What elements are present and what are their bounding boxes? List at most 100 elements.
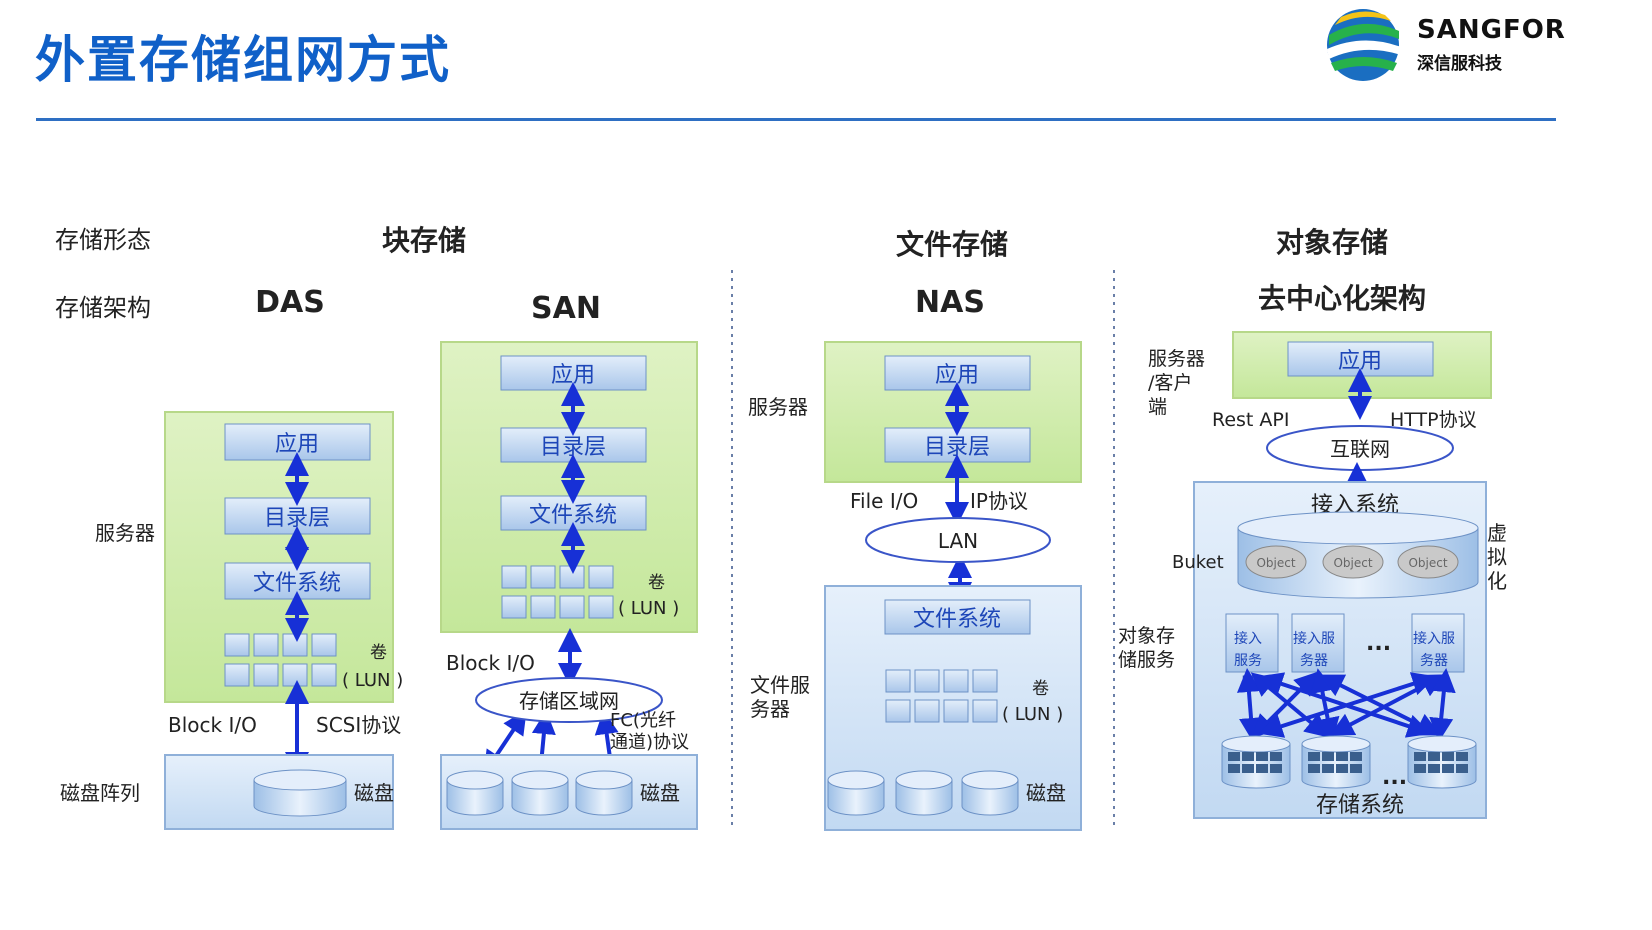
das-protocol-label: SCSI协议 [316, 713, 401, 737]
san-network-ellipse [475, 677, 663, 723]
nas-diagram: 服务器 应用 目录层 File I/O IP协议 LAN 文件服务器 文件系统 … [748, 341, 1082, 831]
object-client-label-text-line-3: 端 [1148, 396, 1167, 418]
das-disk-label: 磁盘 [354, 781, 394, 805]
nas-fileserver-label-text-line-2: 务器 [750, 697, 790, 721]
object-virtual-label-text: 虚拟化 [1487, 521, 1507, 593]
nas-io-label: File I/O [850, 489, 918, 513]
san-protocol-line1: FC(光纤通道)协议 [610, 710, 689, 753]
object-storage-nodes [1221, 735, 1477, 789]
object-client-label-text: 服务器/客户端 [1148, 348, 1205, 418]
object-virtual-label-text-line-1: 虚 [1487, 521, 1507, 545]
san-lun-label: ( LUN ) [618, 598, 679, 619]
object-diagram: 服务器/客户端 应用 Rest API HTTP协议 互联网 接入系统 对象存储… [1118, 331, 1507, 819]
san-disk-label: 磁盘 [640, 781, 680, 805]
object-storage-heading: 对象存储 [1276, 226, 1388, 259]
nas-disks [827, 770, 1019, 816]
storage-node-ellipsis: ... [1382, 765, 1407, 790]
block-storage-heading: 块存储 [382, 224, 466, 257]
object-client-label: 服务器/客户端 [1148, 348, 1205, 418]
title-divider [36, 118, 1556, 121]
nas-lan-label: LAN [938, 529, 978, 553]
san-protocol-label: FC(光纤通道)协议 [610, 710, 689, 753]
san-protocol-line1-line-2: 通道)协议 [610, 732, 689, 753]
san-diagram: 应用 目录层 文件系统 卷 ( LUN ) Block I/O 存储区域网 FC… [440, 341, 698, 830]
nas-fileserver-label-text: 文件服务器 [750, 673, 810, 721]
object-bucket-label: Buket [1172, 552, 1224, 573]
sangfor-globe-icon [1327, 9, 1401, 81]
access-server-1 [1225, 613, 1279, 673]
das-fs-label: 文件系统 [253, 571, 341, 596]
access-server-label-1-line-1: 接入 [1234, 630, 1262, 647]
access-server-label-3: 接入服务器 [1413, 630, 1455, 669]
object-api-label: Rest API [1212, 409, 1289, 431]
san-array-box [440, 754, 698, 830]
object-virtual-label-text-line-2: 拟 [1487, 545, 1507, 569]
das-io-label: Block I/O [168, 713, 257, 737]
object-client-label-text-line-2: /客户 [1148, 372, 1192, 394]
san-protocol-line1-line-1: FC(光纤 [610, 710, 676, 731]
access-server-label-2: 接入服务器 [1293, 630, 1335, 669]
das-server-label: 服务器 [95, 521, 155, 545]
object-storage-label: 存储系统 [1316, 793, 1404, 818]
object-item-label-3: Object [1408, 556, 1447, 570]
object-mesh-arrows [1236, 668, 1456, 742]
san-fs-label: 文件系统 [529, 503, 617, 528]
nas-fs-label: 文件系统 [913, 607, 1001, 632]
object-access-servers [1225, 613, 1465, 673]
sangfor-logo: SANGFOR 深信服科技 [1325, 5, 1652, 85]
page-title: 外置存储组网方式 [35, 31, 451, 89]
access-server-label-2-line-2: 务器 [1300, 653, 1328, 669]
access-server-label-1-line-2: 服务 [1234, 653, 1262, 669]
das-dir-label: 目录层 [264, 506, 330, 531]
logo-subname: 深信服科技 [1417, 54, 1502, 74]
object-service-label: 对象存储服务 [1118, 625, 1175, 671]
nas-lan-ellipse [865, 517, 1051, 563]
object-service-label-text: 对象存储服务 [1118, 625, 1175, 671]
object-virtual-label: 虚拟化 [1487, 521, 1507, 593]
das-vol-label: 卷 [370, 643, 387, 663]
das-disk [253, 769, 347, 817]
object-items [1245, 545, 1459, 579]
das-array-label: 磁盘阵列 [60, 781, 140, 805]
object-service-label-text-line-2: 储服务 [1118, 649, 1175, 671]
file-storage-heading: 文件存储 [896, 228, 1008, 261]
san-disks [446, 770, 633, 816]
access-server-label-3-line-1: 接入服 [1413, 630, 1455, 647]
san-io-label: Block I/O [446, 651, 535, 675]
das-app-label: 应用 [275, 432, 319, 457]
nas-vol-label: 卷 [1032, 679, 1049, 699]
object-service-label-text-line-1: 对象存 [1118, 625, 1175, 647]
san-dir-label: 目录层 [540, 435, 606, 460]
object-item-label-2: Object [1333, 556, 1372, 570]
san-network-label: 存储区域网 [519, 689, 619, 713]
nas-server-label: 服务器 [748, 395, 808, 419]
nas-dir-label: 目录层 [924, 435, 990, 460]
nas-lun-label: ( LUN ) [1002, 704, 1063, 725]
nas-protocol-label: IP协议 [970, 489, 1028, 513]
access-server-2 [1291, 613, 1345, 673]
object-arch-heading: 去中心化架构 [1258, 282, 1426, 315]
access-server-label-3-line-2: 务器 [1420, 653, 1448, 669]
access-server-ellipsis: ... [1366, 631, 1391, 656]
nas-heading: NAS [915, 285, 985, 320]
object-virtual-label-text-line-3: 化 [1487, 569, 1507, 593]
das-heading: DAS [255, 285, 325, 320]
object-item-label-1: Object [1256, 556, 1295, 570]
san-vol-label: 卷 [648, 573, 665, 593]
san-app-label: 应用 [551, 363, 595, 388]
nas-disk-label: 磁盘 [1026, 781, 1066, 805]
object-client-label-text-line-1: 服务器 [1148, 348, 1205, 370]
nas-fileserver-label: 文件服务器 [750, 673, 810, 721]
nas-volume-grid [885, 669, 998, 723]
object-app-label: 应用 [1338, 349, 1382, 374]
object-protocol-label: HTTP协议 [1390, 409, 1477, 431]
das-lun-label: ( LUN ) [342, 670, 403, 691]
nas-fileserver-label-text-line-1: 文件服 [750, 673, 810, 697]
das-diagram: 服务器 应用 目录层 文件系统 卷 ( LUN ) Block I/O SCSI… [60, 411, 403, 830]
arch-row-label: 存储架构 [55, 294, 151, 322]
san-heading: SAN [531, 291, 601, 326]
access-server-label-2-line-1: 接入服 [1293, 630, 1335, 647]
logo-name: SANGFOR [1417, 15, 1566, 45]
nas-app-label: 应用 [935, 363, 979, 388]
